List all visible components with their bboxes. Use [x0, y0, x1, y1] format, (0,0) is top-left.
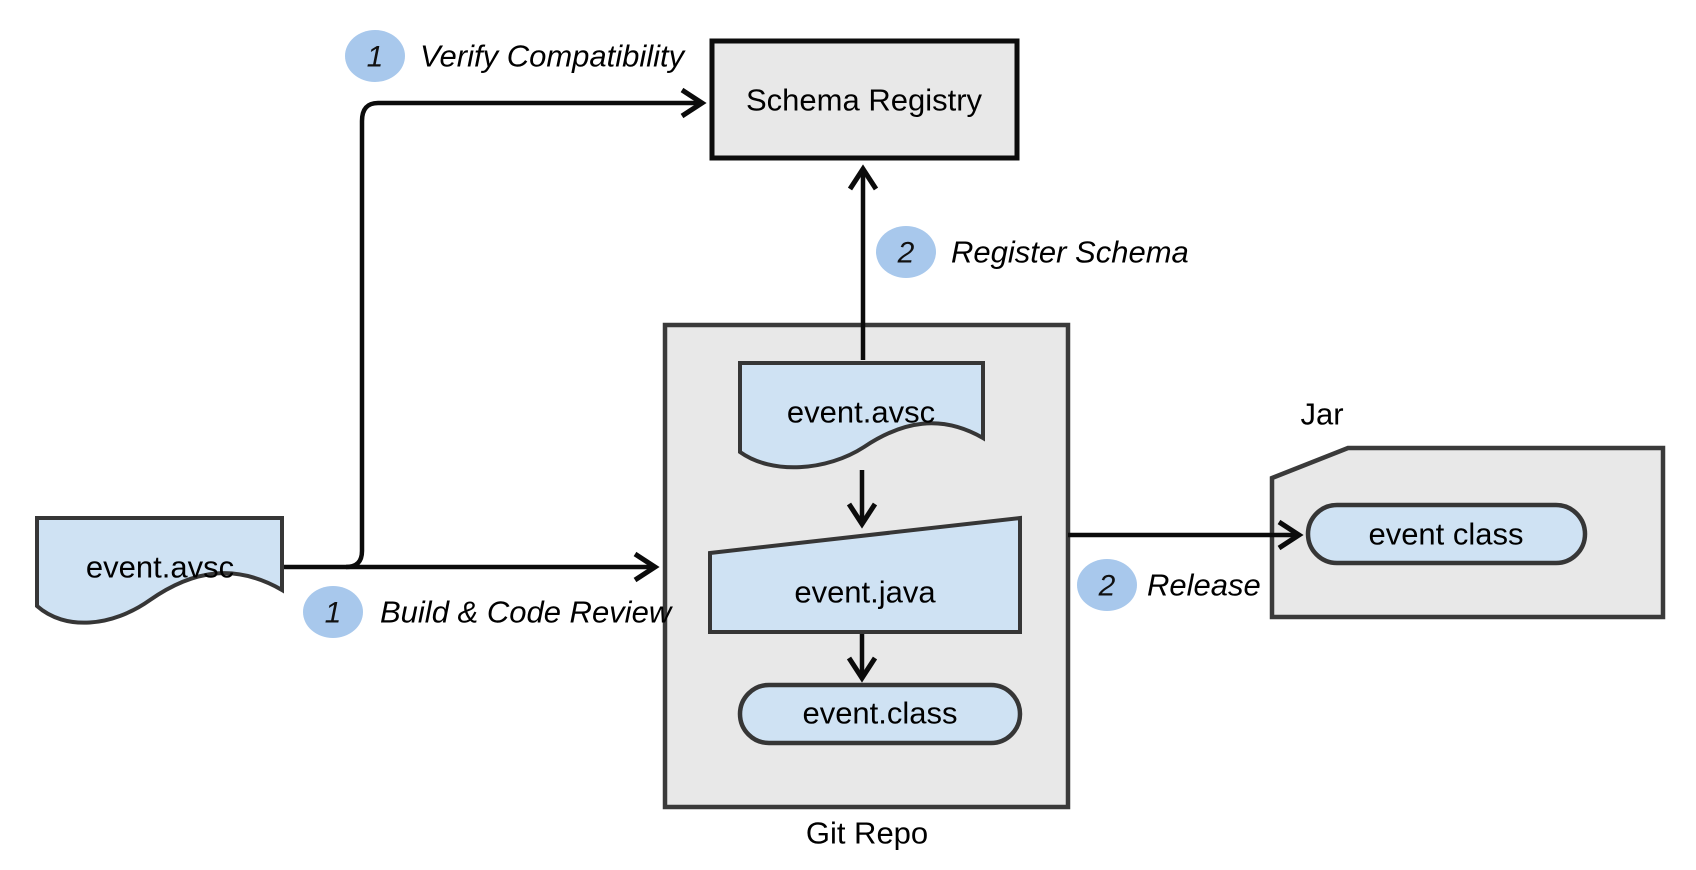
step1-build-badge-number: 1 — [325, 597, 342, 630]
step1-verify-label: Verify Compatibility — [420, 39, 687, 74]
source-avsc-document — [35, 516, 284, 625]
step2-release-badge — [1077, 559, 1137, 611]
source-avsc-label: event.avsc — [86, 550, 234, 585]
step2-register-badge — [876, 226, 936, 278]
repo-avsc-document — [738, 361, 985, 470]
schema-registry-label: Schema Registry — [746, 83, 983, 118]
step1-build-badge — [303, 586, 363, 638]
event-java-shape — [708, 515, 1022, 634]
jar-label: Jar — [1300, 397, 1343, 432]
step1-build-label: Build & Code Review — [380, 595, 674, 630]
step1-verify-badge-number: 1 — [367, 41, 384, 74]
event-java-label: event.java — [794, 575, 936, 610]
git-repo-label: Git Repo — [806, 816, 928, 851]
step2-release-badge-number: 2 — [1098, 570, 1116, 603]
step2-register-label: Register Schema — [951, 235, 1189, 270]
schema-registry-box — [709, 38, 1020, 161]
jar-event-class-pill — [1305, 502, 1588, 566]
repo-avsc-label: event.avsc — [787, 395, 935, 430]
jar-event-class-label: event class — [1368, 517, 1523, 552]
verify-compatibility-arrow — [345, 87, 707, 570]
step1-verify-badge — [345, 30, 405, 82]
step2-release-label: Release — [1147, 568, 1261, 603]
event-class-pill — [737, 682, 1023, 746]
step2-register-badge-number: 2 — [897, 237, 915, 270]
event-class-label: event.class — [802, 696, 957, 731]
